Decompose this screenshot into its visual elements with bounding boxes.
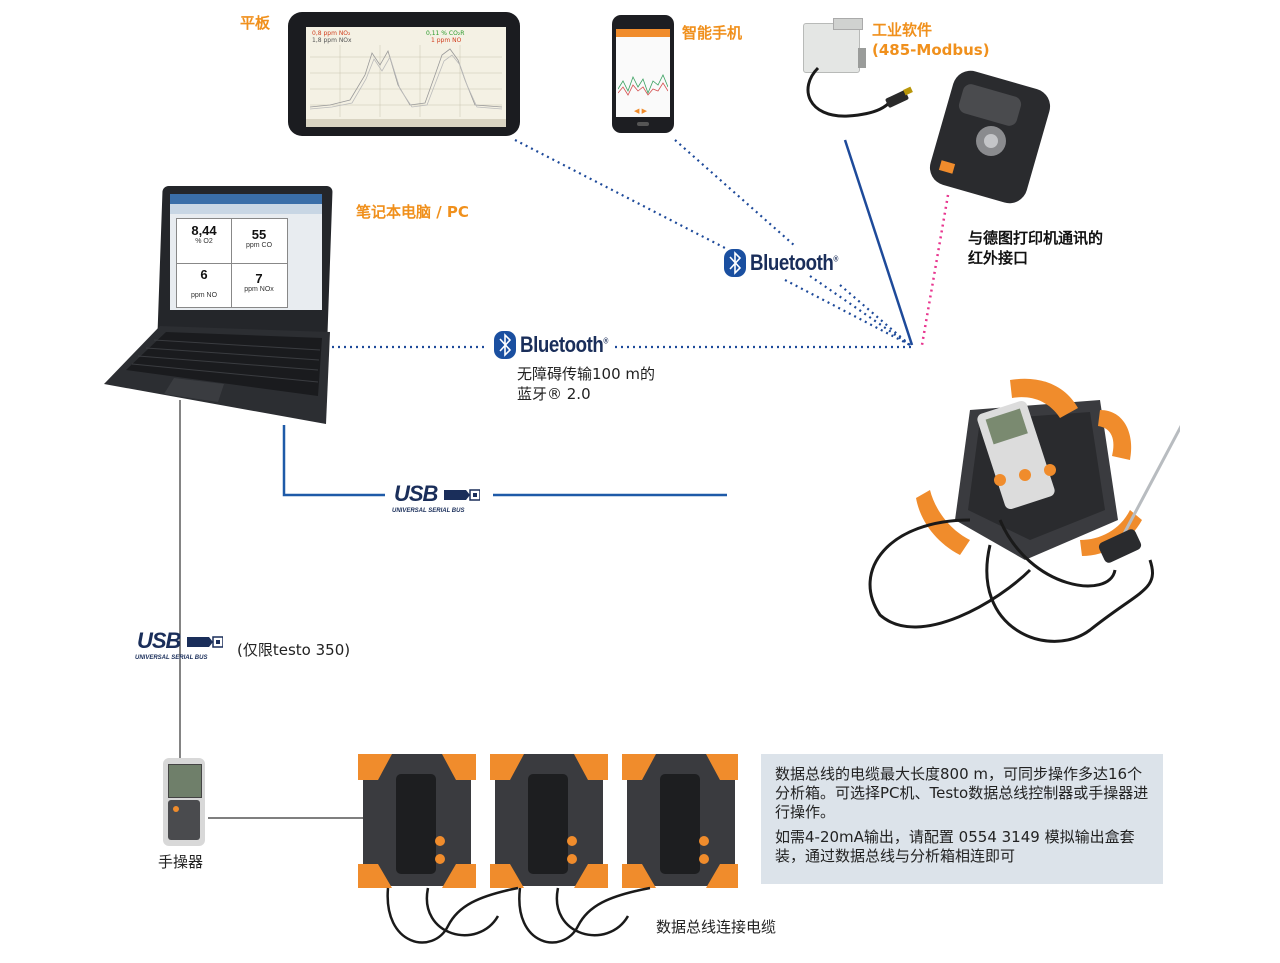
bluetooth-link-hub-c <box>839 284 911 346</box>
bluetooth-desc-line1: 无障碍传输100 m的 <box>517 365 656 383</box>
reading-unit-o2: % O2 <box>195 238 213 245</box>
usb-link-left <box>282 425 385 497</box>
smartphone-label: 智能手机 <box>682 24 743 42</box>
usb-handheld-note: (仅限testo 350) <box>237 641 351 659</box>
bluetooth-desc-line2: 蓝牙® 2.0 <box>517 385 591 403</box>
tablet-screen: 0,8 ppm NO₂ 1,8 ppm NOx 0,11 % CO₂R 1 pp… <box>306 27 506 127</box>
bluetooth-wordmark-upper: Bluetooth® <box>750 250 838 276</box>
tablet-legend-4: 1 ppm NO <box>431 37 462 44</box>
handheld-screen <box>168 764 202 798</box>
laptop-readings-panel: 8,44 % O2 55 ppm CO 6 ppm NO 7 ppm NOx <box>176 218 288 308</box>
modbus-label: 工业软件 (485-Modbus) <box>872 20 990 60</box>
usb-logo-subtitle: UNIVERSAL SERIAL BUS <box>392 508 465 514</box>
handheld-label: 手操器 <box>158 853 204 871</box>
modbus-module <box>798 18 918 126</box>
reading-unit-nox: ppm NOx <box>244 286 274 293</box>
usb-logo: USB UNIVERSAL SERIAL BUS <box>392 481 488 519</box>
bluetooth-wordmark-main: Bluetooth® <box>520 332 608 358</box>
modbus-link <box>843 139 914 346</box>
tablet-legend-3: 0,11 % CO₂R <box>426 30 465 37</box>
smartphone-device: ◀ ▶ <box>612 15 674 133</box>
tablet-legend-1: 0,8 ppm NO₂ <box>312 30 351 37</box>
reading-unit-no: ppm NO <box>190 292 218 299</box>
bluetooth-reg-upper: ® <box>833 254 839 264</box>
bluetooth-link-hub-a <box>784 279 911 346</box>
info-box-paragraph-1: 数据总线的电缆最大长度800 m，可同步操作多达16个分析箱。可选择PC机、Te… <box>775 765 1149 821</box>
usb-logo-text: USB <box>394 481 438 506</box>
reading-value-nox: 7 <box>255 271 263 286</box>
laptop-screen: 8,44 % O2 55 ppm CO 6 ppm NO 7 ppm NOx <box>170 194 322 310</box>
analyzer-device <box>850 370 1180 660</box>
usb-logo-handheld: USB UNIVERSAL SERIAL BUS <box>135 628 231 666</box>
databus-cable-label: 数据总线连接电缆 <box>656 918 777 936</box>
printer-label-line2: 红外接口 <box>968 249 1029 267</box>
handheld-controller <box>163 758 205 846</box>
printer-label-line1: 与德图打印机通讯的 <box>968 229 1104 247</box>
infrared-link <box>920 194 950 346</box>
analyzer-boxes-drawing <box>358 754 738 944</box>
usb-plug-icon <box>444 489 480 501</box>
reading-value-o2: 8,44 <box>191 223 217 238</box>
printer-label: 与德图打印机通讯的 红外接口 <box>968 228 1103 268</box>
info-box: 数据总线的电缆最大长度800 m，可同步操作多达16个分析箱。可选择PC机、Te… <box>761 754 1163 884</box>
databus-analyzers <box>358 746 738 956</box>
bluetooth-link-phone <box>674 139 796 247</box>
printer-device <box>925 66 1055 208</box>
tablet-label: 平板 <box>240 14 271 32</box>
reading-unit-co: ppm CO <box>245 242 273 249</box>
usb-handheld-logo-text: USB <box>137 628 181 653</box>
tablet-legend-2: 1,8 ppm NOx <box>312 37 352 44</box>
bluetooth-text-main: Bluetooth <box>520 332 604 357</box>
laptop-device: 8,44 % O2 55 ppm CO 6 ppm NO 7 ppm NOx <box>104 186 338 426</box>
reading-value-no: 6 <box>200 267 208 282</box>
bluetooth-text-upper: Bluetooth <box>750 250 834 275</box>
bluetooth-icon <box>724 249 746 277</box>
modbus-label-line1: 工业软件 <box>872 21 933 39</box>
usb-handheld-logo-subtitle: UNIVERSAL SERIAL BUS <box>135 655 208 661</box>
phone-screen: ◀ ▶ <box>616 29 670 117</box>
bluetooth-link-hub-b <box>809 275 911 346</box>
usb-plug-icon-handheld <box>187 636 223 648</box>
bluetooth-reg-main: ® <box>603 336 609 346</box>
laptop-keyboard <box>104 326 330 424</box>
info-box-paragraph-2: 如需4-20mA输出，请配置 0554 3149 模拟输出盒套装，通过数据总线与… <box>775 828 1135 865</box>
laptop-label: 笔记本电脑 / PC <box>356 203 469 221</box>
tablet-device: 0,8 ppm NO₂ 1,8 ppm NOx 0,11 % CO₂R 1 pp… <box>288 12 520 136</box>
bluetooth-description: 无障碍传输100 m的 蓝牙® 2.0 <box>517 364 655 404</box>
tablet-chart <box>310 45 502 117</box>
reading-value-co: 55 <box>251 227 267 242</box>
bluetooth-icon-main <box>494 331 516 359</box>
modbus-label-line2: (485-Modbus) <box>872 41 990 59</box>
